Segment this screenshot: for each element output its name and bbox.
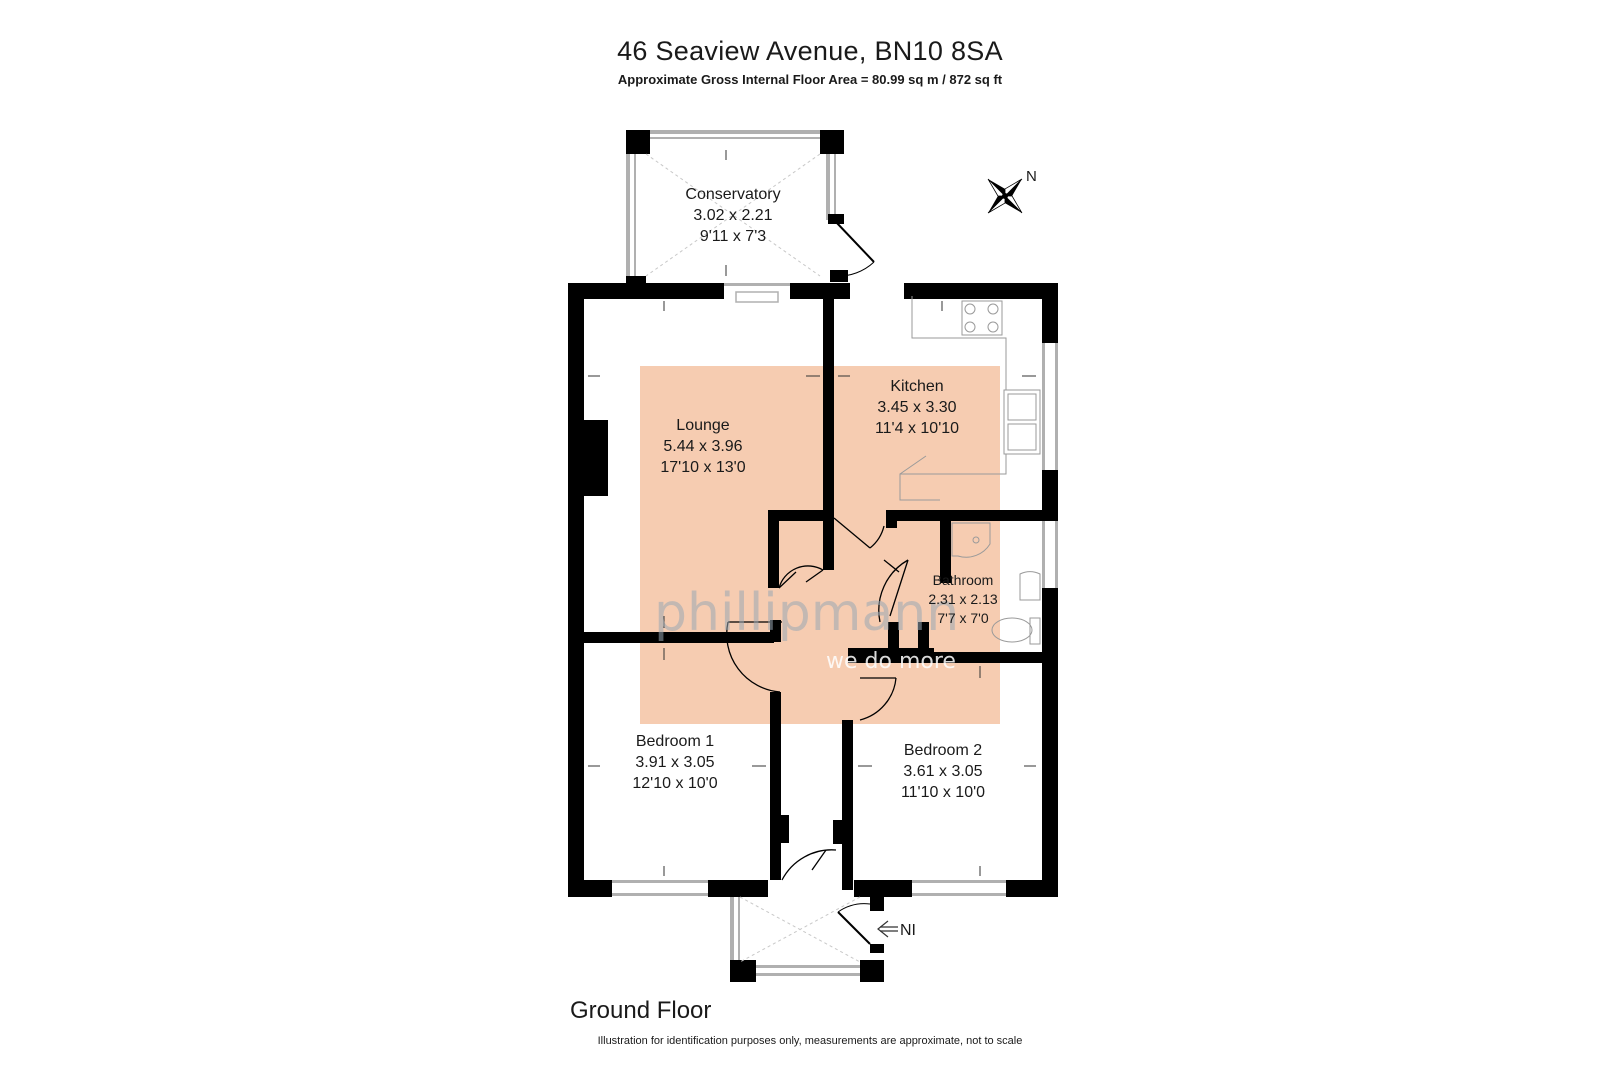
porch [730,896,884,982]
conservatory-outline [626,130,875,296]
room-imperial: 12'10 x 10'0 [632,775,717,792]
compass-north-label: N [1026,168,1037,185]
room-bathroom: Bathroom 2.31 x 2.13 7'7 x 7'0 [928,572,997,626]
room-imperial: 7'7 x 7'0 [937,610,988,626]
room-imperial: 11'10 x 10'0 [901,784,985,801]
compass-rose-icon [987,178,1023,214]
watermark: phillipmann we do more [654,583,959,674]
kitchen-fittings [899,296,1041,501]
room-name: Bathroom [933,572,994,588]
dimension-arrows [588,150,1036,876]
watermark-brand-part1: phillip [654,583,811,643]
watermark-brand-part2: mann [811,583,959,643]
page-title: 46 Seaview Avenue, BN10 8SA [617,36,1003,66]
room-kitchen: Kitchen 3.45 x 3.30 11'4 x 10'10 [875,378,959,437]
room-metric: 3.61 x 3.05 [903,763,982,780]
room-metric: 3.91 x 3.05 [635,754,714,771]
room-imperial: 9'11 x 7'3 [700,228,766,245]
room-metric: 3.02 x 2.21 [693,207,772,224]
room-name: Bedroom 1 [636,733,714,750]
entrance-label: NI [900,922,916,939]
interior-walls [584,296,1058,890]
outer-walls [568,283,1058,897]
room-imperial: 17'10 x 13'0 [660,459,745,476]
room-name: Lounge [676,417,729,434]
room-name: Conservatory [685,186,780,203]
room-metric: 2.31 x 2.13 [928,591,997,607]
room-imperial: 11'4 x 10'10 [875,420,959,437]
room-name: Bedroom 2 [904,742,982,759]
floor-area-subtitle: Approximate Gross Internal Floor Area = … [617,72,1003,87]
arrow-left-icon [877,920,898,938]
room-lounge: Lounge 5.44 x 3.96 17'10 x 13'0 [660,417,745,476]
door-swings [726,517,909,881]
entrance-marker: NI [877,920,916,939]
room-bedroom-2: Bedroom 2 3.61 x 3.05 11'10 x 10'0 [901,742,985,801]
room-metric: 5.44 x 3.96 [663,438,742,455]
disclaimer: Illustration for identification purposes… [597,1035,1023,1047]
watermark-tagline: we do more [826,649,956,674]
room-conservatory: Conservatory 3.02 x 2.21 9'11 x 7'3 [685,186,780,245]
windows [612,283,1058,896]
svg-text:phillipmann: phillipmann [654,583,959,643]
bathroom-fittings [951,522,1041,645]
room-bedroom-1: Bedroom 1 3.91 x 3.05 12'10 x 10'0 [632,733,717,792]
room-name: Kitchen [890,378,943,395]
floor-label: Ground Floor [570,997,712,1024]
room-metric: 3.45 x 3.30 [877,399,956,416]
